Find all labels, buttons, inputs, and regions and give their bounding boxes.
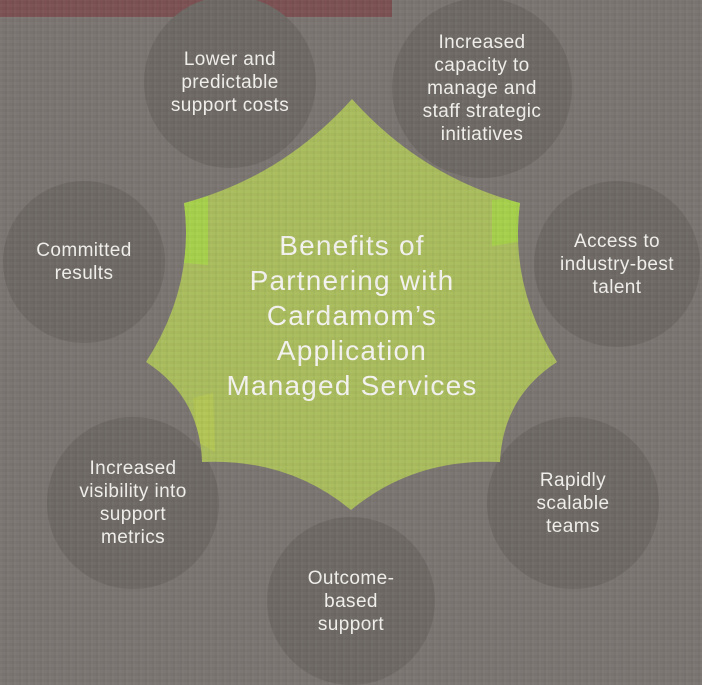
benefit-label: Rapidly scalable teams — [536, 469, 610, 537]
benefit-circle-industry-best-talent: Access to industry-best talent — [534, 181, 700, 347]
benefit-circle-lower-support-costs: Lower and predictable support costs — [144, 0, 316, 168]
benefit-circle-outcome-based-support: Outcome- based support — [267, 517, 435, 685]
star-highlight-right — [492, 196, 524, 246]
benefit-label: Committed results — [36, 240, 132, 284]
benefit-circle-visibility-into-metrics: Increased visibility into support metric… — [47, 417, 219, 589]
benefit-circle-committed-results: Committed results — [3, 181, 165, 343]
benefit-label: Increased visibility into support metric… — [79, 458, 187, 548]
star-body — [146, 99, 557, 510]
benefit-label: Access to industry-best talent — [560, 230, 674, 298]
benefit-circle-increased-capacity: Increased capacity to manage and staff s… — [392, 0, 572, 178]
diagram-title: Benefits of Partnering with Cardamom’s A… — [226, 229, 478, 401]
benefit-circle-rapidly-scalable-teams: Rapidly scalable teams — [487, 417, 659, 589]
benefit-label: Increased capacity to manage and staff s… — [422, 31, 542, 145]
benefit-label: Outcome- based support — [307, 567, 395, 635]
benefit-label: Lower and predictable support costs — [170, 48, 290, 116]
